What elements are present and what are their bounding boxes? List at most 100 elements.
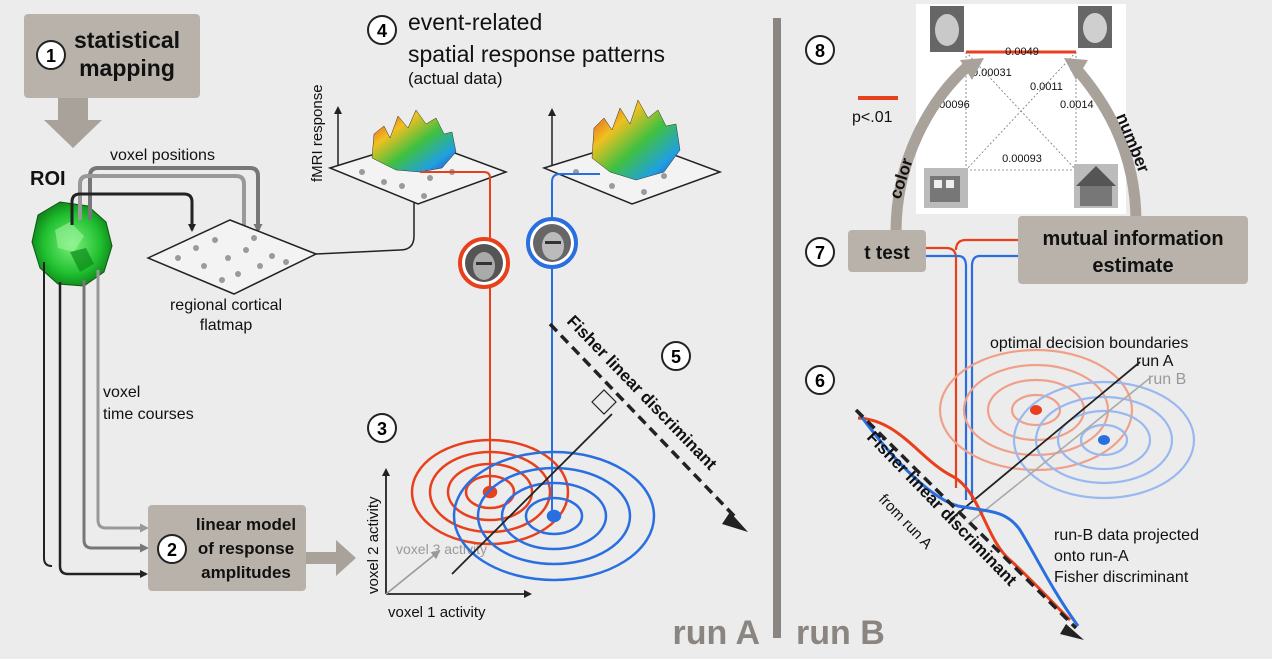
step-number: 4 bbox=[377, 21, 387, 41]
voxel-positions-label: voxel positions bbox=[110, 147, 215, 164]
voxel-space-axes bbox=[382, 468, 532, 598]
mutual-information-panel: 0.0049 0.00031 0.0011 0.00096 0.0014 0.0… bbox=[916, 4, 1126, 214]
time-courses-label: time courses bbox=[103, 406, 194, 423]
down-arrow-icon bbox=[44, 98, 102, 148]
step-badge-4 bbox=[367, 15, 397, 45]
flatmap-connector bbox=[315, 196, 415, 255]
y-axis-label: voxel 2 activity bbox=[365, 496, 382, 594]
step-number: 2 bbox=[167, 540, 177, 560]
run-divider bbox=[773, 18, 781, 638]
number-arrow bbox=[1069, 62, 1142, 223]
face-photo-icon bbox=[458, 237, 510, 289]
position-arrow bbox=[88, 166, 263, 233]
red-distribution bbox=[410, 438, 570, 546]
red-projection-curve bbox=[857, 416, 1072, 622]
box-label: statistical bbox=[74, 27, 180, 53]
color-label: color bbox=[886, 155, 917, 201]
decision-boundary-run-a bbox=[949, 361, 1141, 521]
mi-box-label: mutual information bbox=[1042, 228, 1223, 250]
response-pattern-blue bbox=[541, 99, 723, 205]
house-photo-icon bbox=[924, 168, 968, 208]
run-a-boundary-label: run A bbox=[1136, 353, 1174, 370]
step-badge-5 bbox=[661, 341, 691, 371]
face-photo-icon bbox=[526, 217, 578, 269]
fisher-discriminant-line bbox=[548, 322, 740, 522]
red-signal-line bbox=[420, 171, 491, 239]
linear-model-box: 2 linear model of response amplitudes bbox=[148, 505, 306, 591]
step-number: 7 bbox=[815, 243, 825, 263]
section-title: spatial response patterns bbox=[408, 41, 665, 67]
section-title: event-related bbox=[408, 9, 542, 35]
flatmap-plane bbox=[146, 219, 318, 295]
flatmap-label: regional cortical bbox=[170, 297, 282, 314]
run-b-boundary-label: run B bbox=[1148, 371, 1186, 388]
mi-box-label: estimate bbox=[1092, 255, 1173, 277]
section-subtitle: (actual data) bbox=[408, 69, 503, 88]
statistical-mapping-box: 1 statistical mapping bbox=[24, 14, 200, 98]
timecourse-arrow bbox=[82, 280, 149, 553]
mi-value: 0.0049 bbox=[1005, 46, 1039, 58]
box-label: amplitudes bbox=[201, 563, 291, 582]
box-label: mapping bbox=[79, 55, 175, 81]
x-axis-label: voxel 1 activity bbox=[388, 604, 486, 621]
step-badge-2 bbox=[157, 534, 187, 564]
step-badge-7 bbox=[805, 237, 835, 267]
legend-label: p<.01 bbox=[852, 109, 893, 126]
mi-value: 0.00031 bbox=[972, 67, 1012, 79]
step-number: 8 bbox=[815, 41, 825, 61]
blue-distribution bbox=[452, 450, 656, 582]
projected-label: Fisher discriminant bbox=[1054, 569, 1189, 586]
timecourse-arrow bbox=[43, 262, 53, 567]
red-channel-line bbox=[954, 238, 1018, 251]
arrowhead bbox=[960, 58, 984, 80]
response-pattern-red bbox=[327, 106, 509, 205]
roi-label: ROI bbox=[30, 168, 66, 190]
projected-label: run-B data projected bbox=[1054, 527, 1199, 544]
fisher-label: Fisher linear discriminant bbox=[563, 312, 721, 474]
arrowhead bbox=[1064, 58, 1088, 80]
step-number: 1 bbox=[46, 46, 56, 66]
boundaries-label: optimal decision boundaries bbox=[990, 335, 1188, 352]
t-test-box bbox=[848, 230, 926, 272]
flatmap-label: flatmap bbox=[200, 317, 253, 334]
blue-channel-line bbox=[970, 254, 1018, 500]
step-badge-8 bbox=[805, 35, 835, 65]
run-a-label: run A bbox=[672, 614, 760, 652]
red-channel-line bbox=[926, 246, 958, 488]
decision-boundary bbox=[451, 413, 613, 575]
color-arrow bbox=[890, 61, 972, 233]
position-arrow bbox=[78, 174, 249, 235]
step-badge-6 bbox=[805, 365, 835, 395]
box-label: linear model bbox=[196, 515, 296, 534]
right-arrow-icon bbox=[306, 540, 356, 576]
face-photo-icon bbox=[1078, 6, 1112, 48]
arrowhead bbox=[1060, 624, 1084, 640]
step-number: 5 bbox=[671, 347, 681, 367]
blue-signal-line bbox=[551, 173, 600, 219]
roi-blob-icon bbox=[31, 201, 113, 287]
mutual-information-box bbox=[1018, 216, 1248, 284]
arrowhead bbox=[722, 512, 748, 532]
position-arrow bbox=[70, 192, 196, 232]
step-badge-3 bbox=[367, 413, 397, 443]
blue-projection-curve bbox=[856, 411, 1080, 627]
step-number: 3 bbox=[377, 419, 387, 439]
mi-value: 0.0014 bbox=[1060, 99, 1094, 111]
fmri-axis-label: fMRI response bbox=[309, 84, 326, 182]
timecourse-arrow bbox=[58, 282, 148, 578]
step-badge-1 bbox=[36, 40, 66, 70]
face-photo-icon bbox=[930, 6, 964, 52]
mi-value: 0.00093 bbox=[1002, 153, 1042, 165]
timecourse-arrow bbox=[96, 270, 149, 533]
mi-value: 0.0011 bbox=[1030, 81, 1063, 93]
fisher-discriminant-run-a bbox=[854, 408, 1078, 630]
blue-channel-line bbox=[926, 254, 968, 500]
t-test-label: t test bbox=[864, 243, 910, 264]
run-b-label: run B bbox=[796, 614, 885, 652]
projected-label: onto run-A bbox=[1054, 548, 1129, 565]
blue-distribution-run-b bbox=[1012, 380, 1196, 500]
step-number: 6 bbox=[815, 371, 825, 391]
time-courses-label: voxel bbox=[103, 384, 140, 401]
